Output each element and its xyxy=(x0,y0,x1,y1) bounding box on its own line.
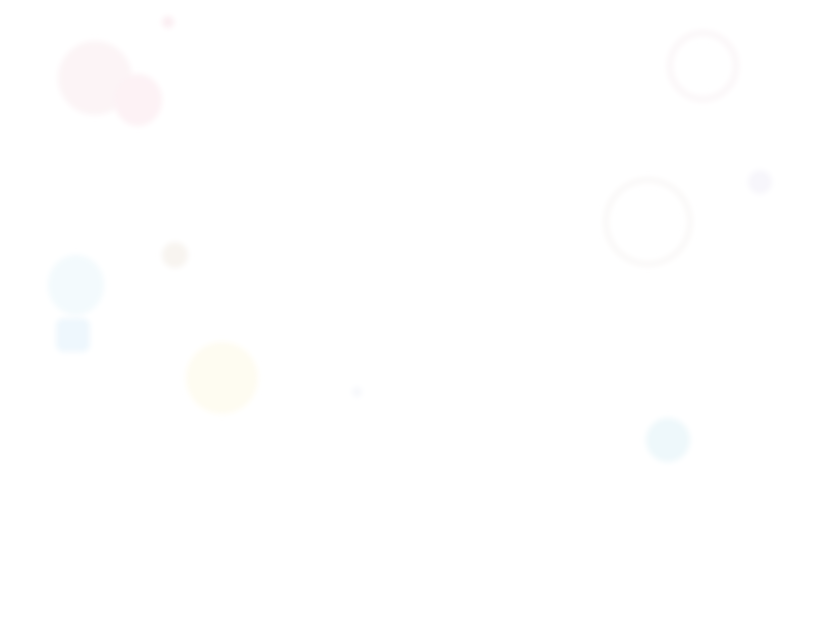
blob-left-blue xyxy=(56,318,90,352)
ring-middle-right xyxy=(603,177,693,267)
dot-top-left xyxy=(162,16,174,28)
dot-center-left xyxy=(162,242,188,268)
blob-left-cyan xyxy=(48,255,104,315)
ring-top-right xyxy=(667,30,739,102)
dot-center xyxy=(352,387,362,397)
blob-center-yellow xyxy=(186,342,258,414)
blob-bottom-right-cyan xyxy=(646,418,690,462)
dot-right xyxy=(748,170,772,194)
blob-top-left xyxy=(114,74,162,126)
